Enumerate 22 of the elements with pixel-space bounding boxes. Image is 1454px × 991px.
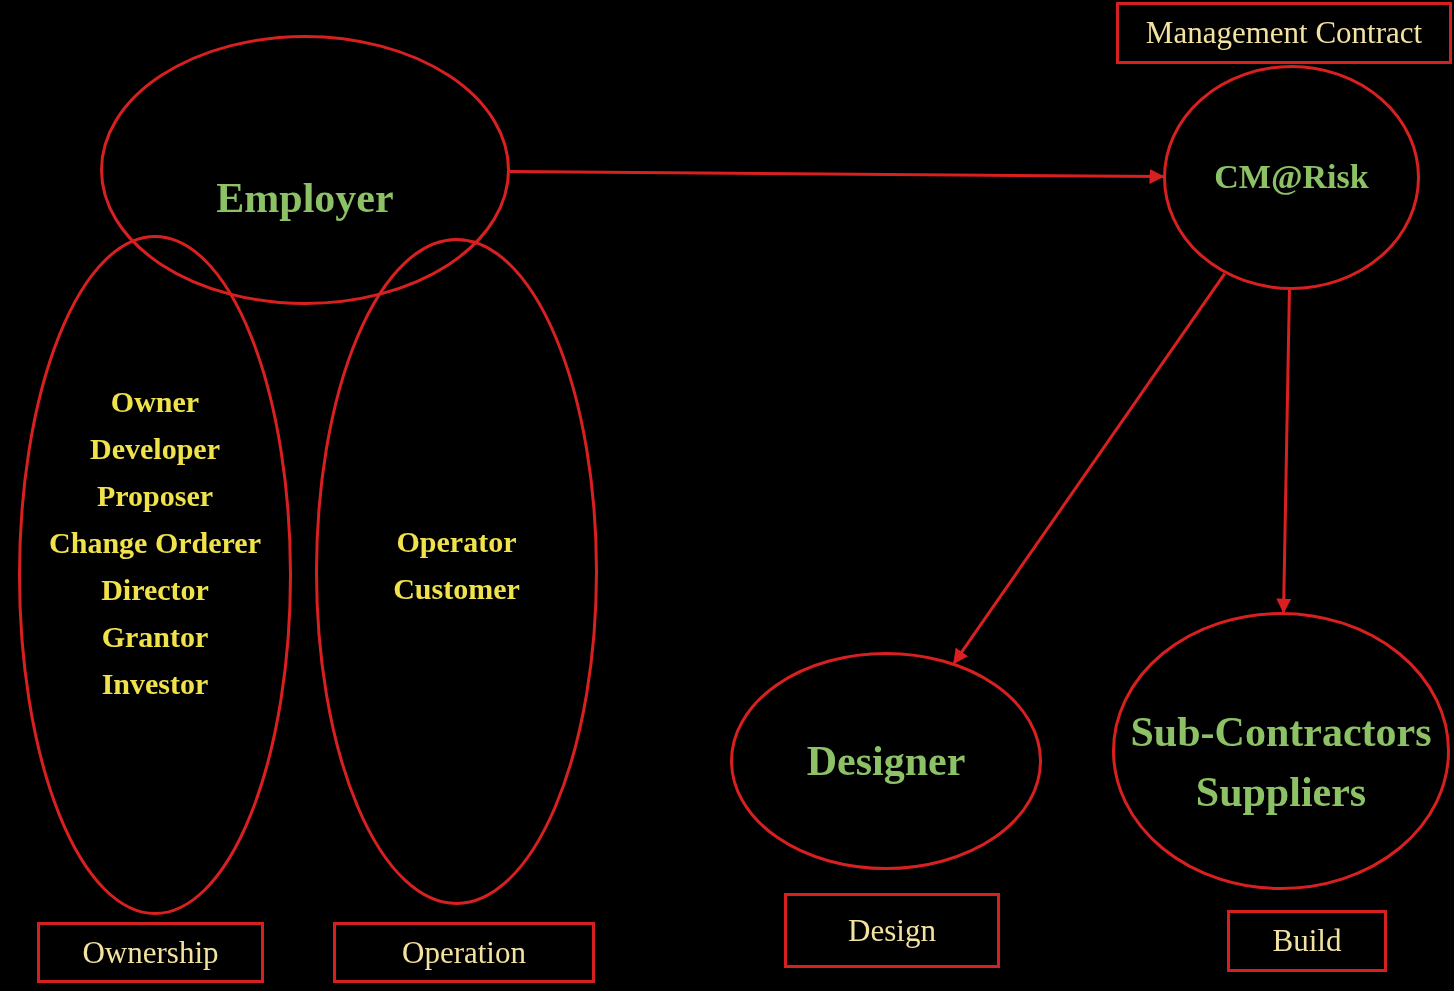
role-label: Owner	[110, 384, 200, 420]
role-label: Investor	[101, 666, 209, 702]
phase-label-box: Operation	[333, 922, 595, 983]
role-label: Change Orderer	[49, 525, 261, 561]
role-label: Customer	[393, 571, 520, 607]
role-label: Proposer	[96, 478, 214, 514]
role-label: CM@Risk	[1214, 157, 1369, 197]
role-label: Operator	[396, 524, 517, 560]
arrow	[1276, 289, 1292, 614]
role-label: Employer	[216, 174, 394, 223]
role-label: Developer	[90, 431, 220, 467]
phase-label-box: Management Contract	[1116, 2, 1452, 64]
role-label: Grantor	[101, 619, 209, 655]
phase-label-box: Build	[1227, 910, 1387, 972]
role-label: Suppliers	[1195, 768, 1367, 817]
phase-label-box: Design	[784, 893, 1000, 968]
phase-label-box: Ownership	[37, 922, 264, 983]
role-label: Designer	[806, 737, 966, 786]
role-label: Director	[101, 572, 209, 608]
role-label: Sub-Contractors	[1130, 708, 1432, 757]
arrow	[952, 272, 1226, 665]
arrow	[509, 168, 1165, 184]
